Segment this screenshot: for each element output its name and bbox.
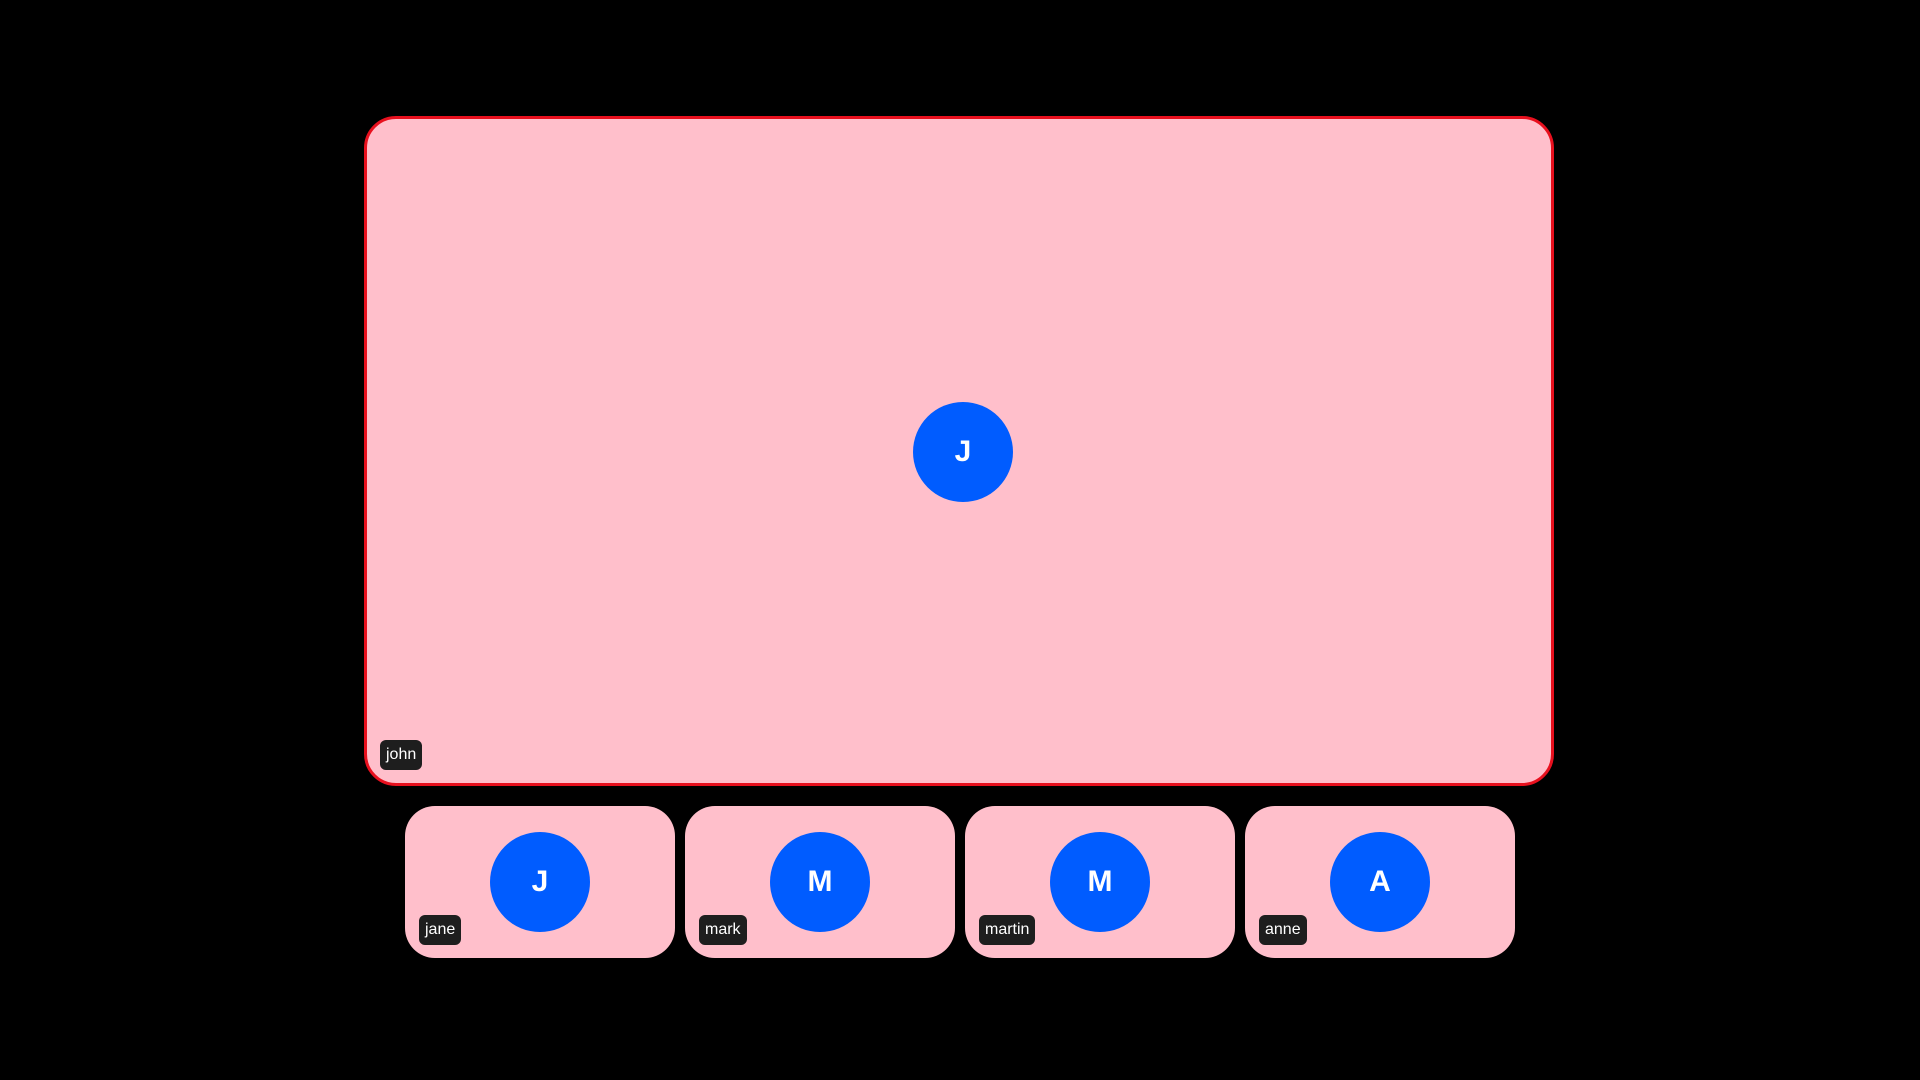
avatar: M <box>1050 832 1150 932</box>
avatar: J <box>913 402 1013 502</box>
participant-strip: J jane M mark M martin A anne <box>405 806 1515 958</box>
participant-tile-jane[interactable]: J jane <box>405 806 675 958</box>
avatar: A <box>1330 832 1430 932</box>
participant-name-tag: jane <box>419 915 462 945</box>
participant-name-tag: john <box>380 740 423 770</box>
avatar: J <box>490 832 590 932</box>
participant-name-tag: mark <box>699 915 747 945</box>
participant-tile-anne[interactable]: A anne <box>1245 806 1515 958</box>
participant-name-tag: martin <box>979 915 1036 945</box>
avatar: M <box>770 832 870 932</box>
active-speaker-tile[interactable]: J john <box>364 116 1554 786</box>
participant-name-tag: anne <box>1259 915 1307 945</box>
participant-tile-mark[interactable]: M mark <box>685 806 955 958</box>
participant-tile-martin[interactable]: M martin <box>965 806 1235 958</box>
